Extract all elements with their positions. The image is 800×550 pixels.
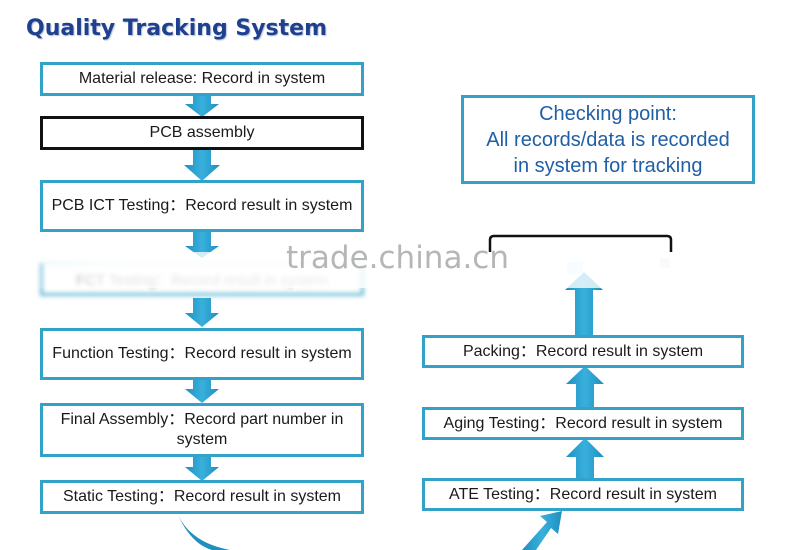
step-ate-testing: ATE Testing：Record result in system <box>422 478 744 511</box>
step-static-testing: Static Testing：Record result in system <box>40 480 364 514</box>
curved-connector <box>178 515 230 550</box>
step-packing: Packing：Record result in system <box>422 335 744 368</box>
arrow-down-1 <box>185 95 219 117</box>
arrow-up-2 <box>566 366 604 409</box>
arrow-down-4 <box>185 298 219 327</box>
arrow-down-2 <box>184 148 220 181</box>
arrow-diagonal-up <box>522 511 562 550</box>
arrow-down-3 <box>185 230 219 258</box>
bracket-top <box>488 234 673 252</box>
arrow-up-3 <box>566 438 604 479</box>
step-pcb-assembly: PCB assembly <box>40 116 364 150</box>
step-material-release: Material release: Record in system <box>40 62 364 96</box>
arrow-down-5 <box>185 379 219 403</box>
checking-point-box: Checking point: All records/data is reco… <box>461 95 755 184</box>
watermark-haze <box>20 252 780 288</box>
page-title: Quality Tracking System <box>26 16 328 41</box>
step-function-testing: Function Testing：Record result in system <box>40 328 364 380</box>
step-pcb-ict-testing: PCB ICT Testing：Record result in system <box>40 180 364 232</box>
watermark: trade.china.cn <box>286 240 509 276</box>
checking-point-line1: Checking point: <box>539 102 677 125</box>
checking-point-line2: All records/data is recorded <box>486 128 730 151</box>
checking-point-line3: in system for tracking <box>513 154 703 177</box>
arrow-down-6 <box>185 455 219 481</box>
step-aging-testing: Aging Testing：Record result in system <box>422 407 744 440</box>
step-final-assembly: Final Assembly：Record part number in sys… <box>40 403 364 457</box>
